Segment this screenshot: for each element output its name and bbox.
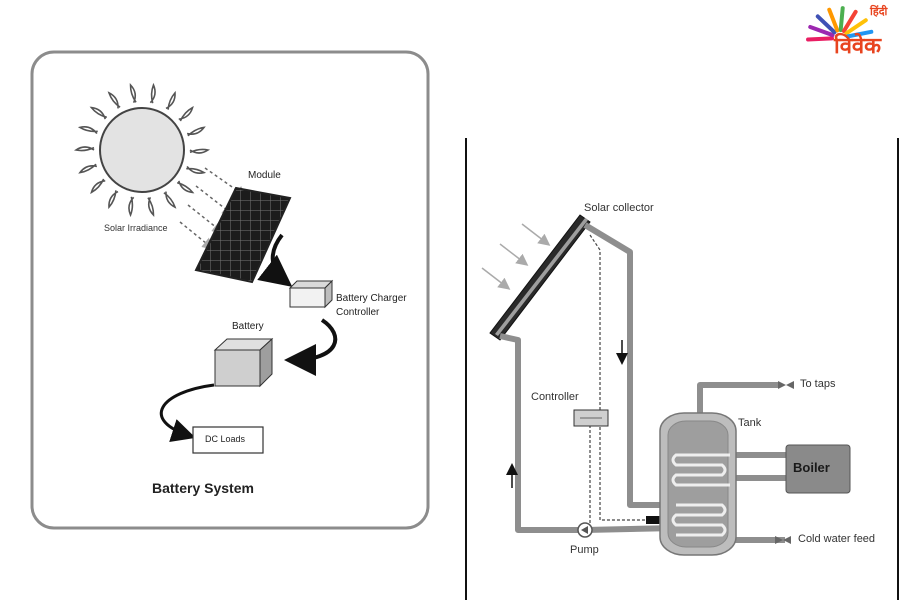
cold-water-valve-icon bbox=[775, 536, 791, 544]
battery-box bbox=[213, 337, 274, 388]
module-to-charger-arrow bbox=[257, 233, 293, 287]
sun-ray bbox=[107, 91, 121, 109]
to-taps-label: To taps bbox=[800, 378, 836, 390]
solar-coil bbox=[671, 503, 727, 537]
boiler-box bbox=[785, 444, 851, 494]
charger-label-line2: Controller bbox=[336, 307, 380, 318]
solar-collector-label: Solar collector bbox=[584, 202, 654, 214]
charger-to-battery-arrow bbox=[284, 318, 338, 376]
battery-system-title: Battery System bbox=[152, 480, 254, 496]
logo-ray bbox=[845, 29, 874, 39]
dc-loads-box bbox=[192, 426, 264, 454]
controller-label: Controller bbox=[531, 391, 579, 403]
boiler-coil bbox=[671, 453, 730, 487]
sun-ray bbox=[90, 178, 106, 195]
solar-module bbox=[194, 186, 292, 284]
battery-charger-box bbox=[288, 279, 334, 309]
logo-top-text: हिंदी bbox=[870, 5, 888, 18]
sun-ray bbox=[163, 191, 177, 209]
sun-ray bbox=[77, 126, 98, 135]
logo-ray bbox=[815, 14, 837, 35]
sun-ray bbox=[73, 146, 95, 152]
charger-label-line1: Battery Charger bbox=[336, 293, 407, 304]
battery-system-panel bbox=[30, 50, 430, 530]
sun-ray bbox=[178, 105, 194, 122]
sun-ray bbox=[165, 90, 176, 110]
logo-ray bbox=[838, 6, 845, 33]
pump-label: Pump bbox=[570, 544, 599, 556]
controller-sensor-lines bbox=[589, 234, 650, 528]
tank-sensor bbox=[646, 516, 660, 524]
collector-ray-arrows bbox=[481, 223, 551, 290]
solar-irradiance-label: Solar Irradiance bbox=[104, 223, 168, 233]
tank-label: Tank bbox=[738, 417, 762, 429]
boiler-label: Boiler bbox=[793, 460, 830, 475]
logo-ray bbox=[808, 24, 835, 38]
solar-collector bbox=[489, 214, 591, 341]
logo-ray bbox=[806, 36, 835, 42]
sun-ray bbox=[177, 180, 195, 194]
to-taps-valve-icon bbox=[778, 381, 794, 389]
sun-ray bbox=[108, 190, 119, 210]
sun-ray bbox=[189, 148, 211, 154]
battery-label: Battery bbox=[232, 321, 264, 332]
sun-ray bbox=[129, 83, 137, 104]
hindi-vivek-logo: हिंदी विवेक bbox=[796, 2, 896, 68]
logo-ray bbox=[844, 18, 868, 36]
battery-to-loads-arrow bbox=[159, 383, 215, 442]
dc-loads-label: DC Loads bbox=[205, 434, 246, 444]
sun-ray bbox=[128, 196, 135, 218]
sun-ray bbox=[147, 196, 155, 217]
logo-main-text: विवेक bbox=[834, 34, 882, 59]
sun-ray bbox=[186, 126, 206, 137]
sun-icon bbox=[73, 82, 211, 218]
sun-ray bbox=[89, 106, 107, 120]
sun-ray bbox=[78, 163, 98, 174]
pump-icon bbox=[577, 522, 593, 538]
logo-ray bbox=[827, 7, 840, 33]
sun-ray bbox=[149, 82, 156, 104]
logo-ray bbox=[841, 9, 858, 34]
sun-ray bbox=[186, 165, 207, 174]
cold-water-feed-label: Cold water feed bbox=[798, 533, 876, 545]
module-label: Module bbox=[248, 170, 281, 181]
logo-rays-icon bbox=[806, 6, 874, 42]
